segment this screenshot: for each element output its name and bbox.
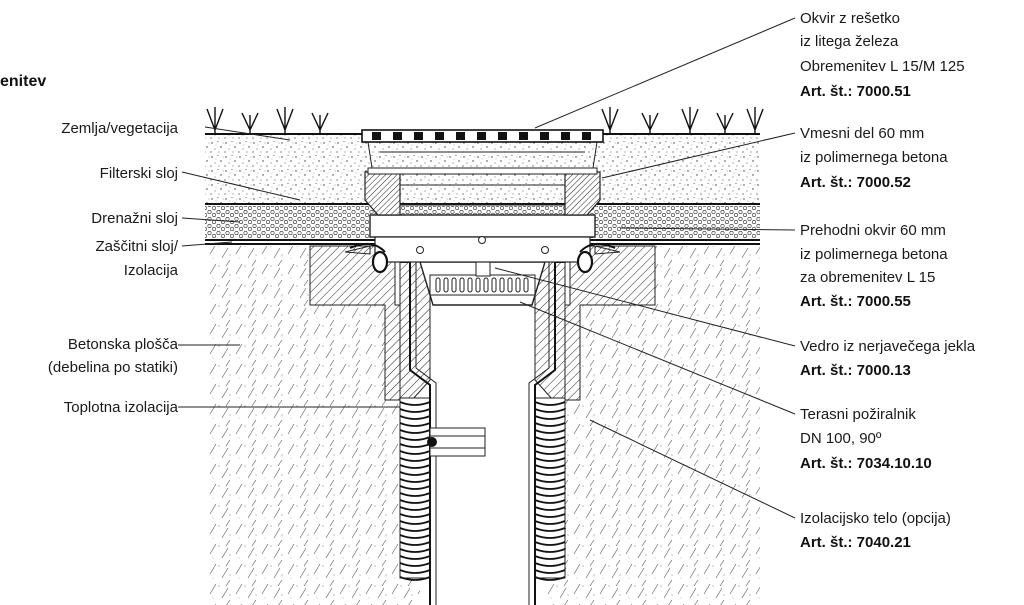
art-terasni: Art. št.: 7034.10.10	[800, 455, 932, 472]
vegetation	[206, 107, 764, 133]
label-prehod-2: iz polimernega betona	[800, 246, 948, 263]
label-beton-1: Betonska plošča	[68, 336, 179, 353]
label-beton-2: (debelina po statiki)	[48, 359, 178, 376]
label-zemlja: Zemlja/vegetacija	[61, 120, 178, 137]
insulation-body	[309, 245, 656, 401]
label-okvir-1: Okvir z rešetko	[800, 10, 900, 27]
concrete-slab	[205, 246, 760, 605]
label-izolac-1: Izolacijsko telo (opcija)	[800, 510, 951, 527]
art-okvir: Art. št.: 7000.51	[800, 83, 911, 100]
art-vmesni: Art. št.: 7000.52	[800, 174, 911, 191]
label-prehod-3: za obremenitev L 15	[800, 269, 935, 286]
label-okvir-3: Obremenitev L 15/M 125	[800, 58, 965, 75]
label-terasni-1: Terasni požiralnik	[800, 406, 916, 423]
label-vedro-1: Vedro iz nerjavečega jekla	[800, 338, 976, 355]
label-vmesni-1: Vmesni del 60 mm	[800, 125, 924, 142]
drain-body	[400, 261, 565, 605]
leader-lines	[178, 17, 796, 519]
art-izolac: Art. št.: 7040.21	[800, 534, 911, 551]
label-filter: Filterski sloj	[100, 165, 178, 182]
stainless-bucket	[419, 257, 546, 306]
grate-frame	[361, 129, 604, 175]
label-terasni-2: DN 100, 90º	[800, 430, 882, 447]
label-vmesni-2: iz polimernega betona	[800, 149, 948, 166]
label-drenaz: Drenažni sloj	[91, 210, 178, 227]
art-prehod: Art. št.: 7000.55	[800, 293, 911, 310]
label-toplot: Toplotna izolacija	[64, 399, 179, 416]
label-okvir-2: iz litega železa	[800, 33, 899, 50]
label-zascit-2: Izolacija	[124, 262, 179, 279]
label-prehod-1: Prehodni okvir 60 mm	[800, 222, 946, 239]
title-fragment: enitev	[0, 73, 46, 90]
art-vedro: Art. št.: 7000.13	[800, 362, 911, 379]
transition-frame	[344, 214, 621, 274]
thermal-insulation	[399, 397, 566, 581]
label-zascit-1: Zaščitni sloj/	[95, 238, 178, 255]
